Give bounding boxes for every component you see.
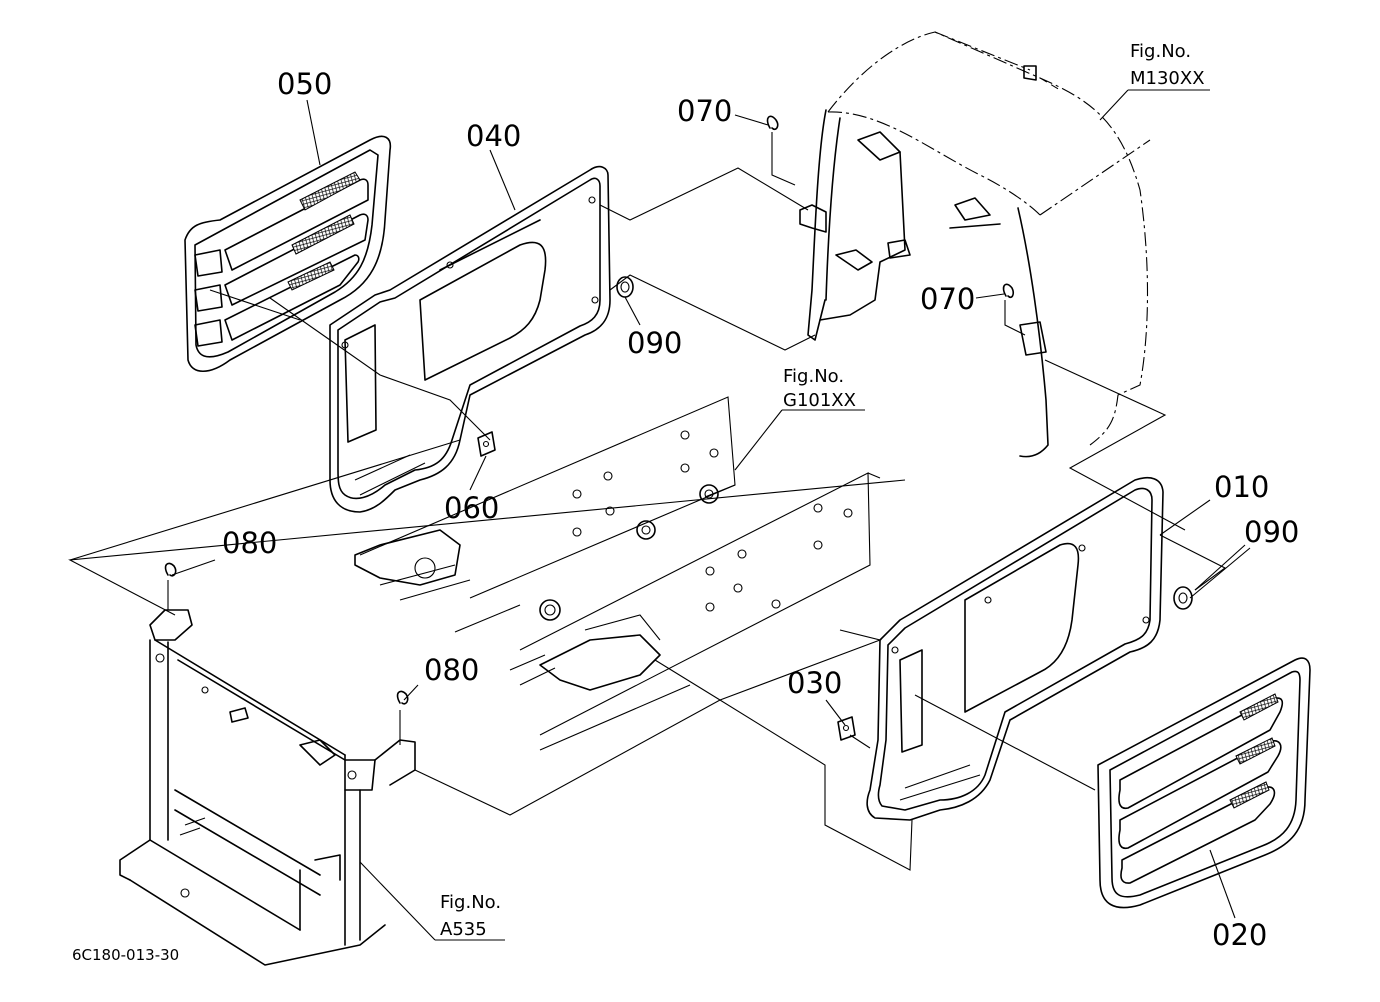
- label-090-right: 090: [1244, 515, 1299, 549]
- label-010: 010: [1214, 470, 1269, 504]
- canopy-roof-outline: [827, 31, 1151, 446]
- floor-plate: [354, 396, 881, 736]
- part-020-right-grille: [1097, 657, 1311, 909]
- part-010-right-side-panel: [866, 476, 1164, 821]
- ref-a535-line1: Fig.No.: [440, 892, 501, 913]
- canopy-right-post: [949, 197, 1049, 458]
- part-030-nut: [837, 716, 856, 741]
- ref-g101-line1: Fig.No.: [783, 366, 844, 387]
- part-070-clip-top: [766, 115, 779, 131]
- part-080-clip-right: [396, 690, 409, 705]
- label-030: 030: [787, 666, 842, 700]
- assembly-guide-lines: [68, 132, 1227, 871]
- label-090-left: 090: [627, 326, 682, 360]
- part-070-clip-right: [1002, 283, 1015, 299]
- canopy-left-post: [799, 109, 911, 341]
- ref-g101-line2: G101XX: [783, 390, 856, 411]
- ref-a535-line2: A535: [440, 919, 487, 940]
- ref-m130-line1: Fig.No.: [1130, 41, 1191, 62]
- part-060-nut: [477, 431, 496, 457]
- part-080-clip-left: [164, 562, 177, 577]
- ref-m130-line2: M130XX: [1130, 68, 1205, 89]
- label-080-right: 080: [424, 653, 479, 687]
- label-070-right: 070: [920, 282, 975, 316]
- plate-holes: [572, 430, 853, 612]
- drawing-code: 6C180-013-30: [72, 946, 179, 964]
- label-leaders: [171, 89, 1251, 941]
- part-040-left-side-panel: [329, 165, 611, 513]
- part-050-left-grille: [184, 135, 392, 373]
- label-060: 060: [444, 491, 499, 525]
- part-090-grommet-right: [1173, 586, 1193, 610]
- seat-frame: [119, 609, 416, 966]
- label-050: 050: [277, 67, 332, 101]
- label-080-left: 080: [222, 526, 277, 560]
- part-labels: 050 040 070 070 090 060 080 080 010 090 …: [222, 67, 1299, 952]
- figure-references: Fig.No. M130XX Fig.No. G101XX Fig.No. A5…: [440, 41, 1205, 940]
- label-040: 040: [466, 119, 521, 153]
- part-090-grommet-left: [616, 276, 634, 298]
- label-070-top: 070: [677, 94, 732, 128]
- label-020: 020: [1212, 918, 1267, 952]
